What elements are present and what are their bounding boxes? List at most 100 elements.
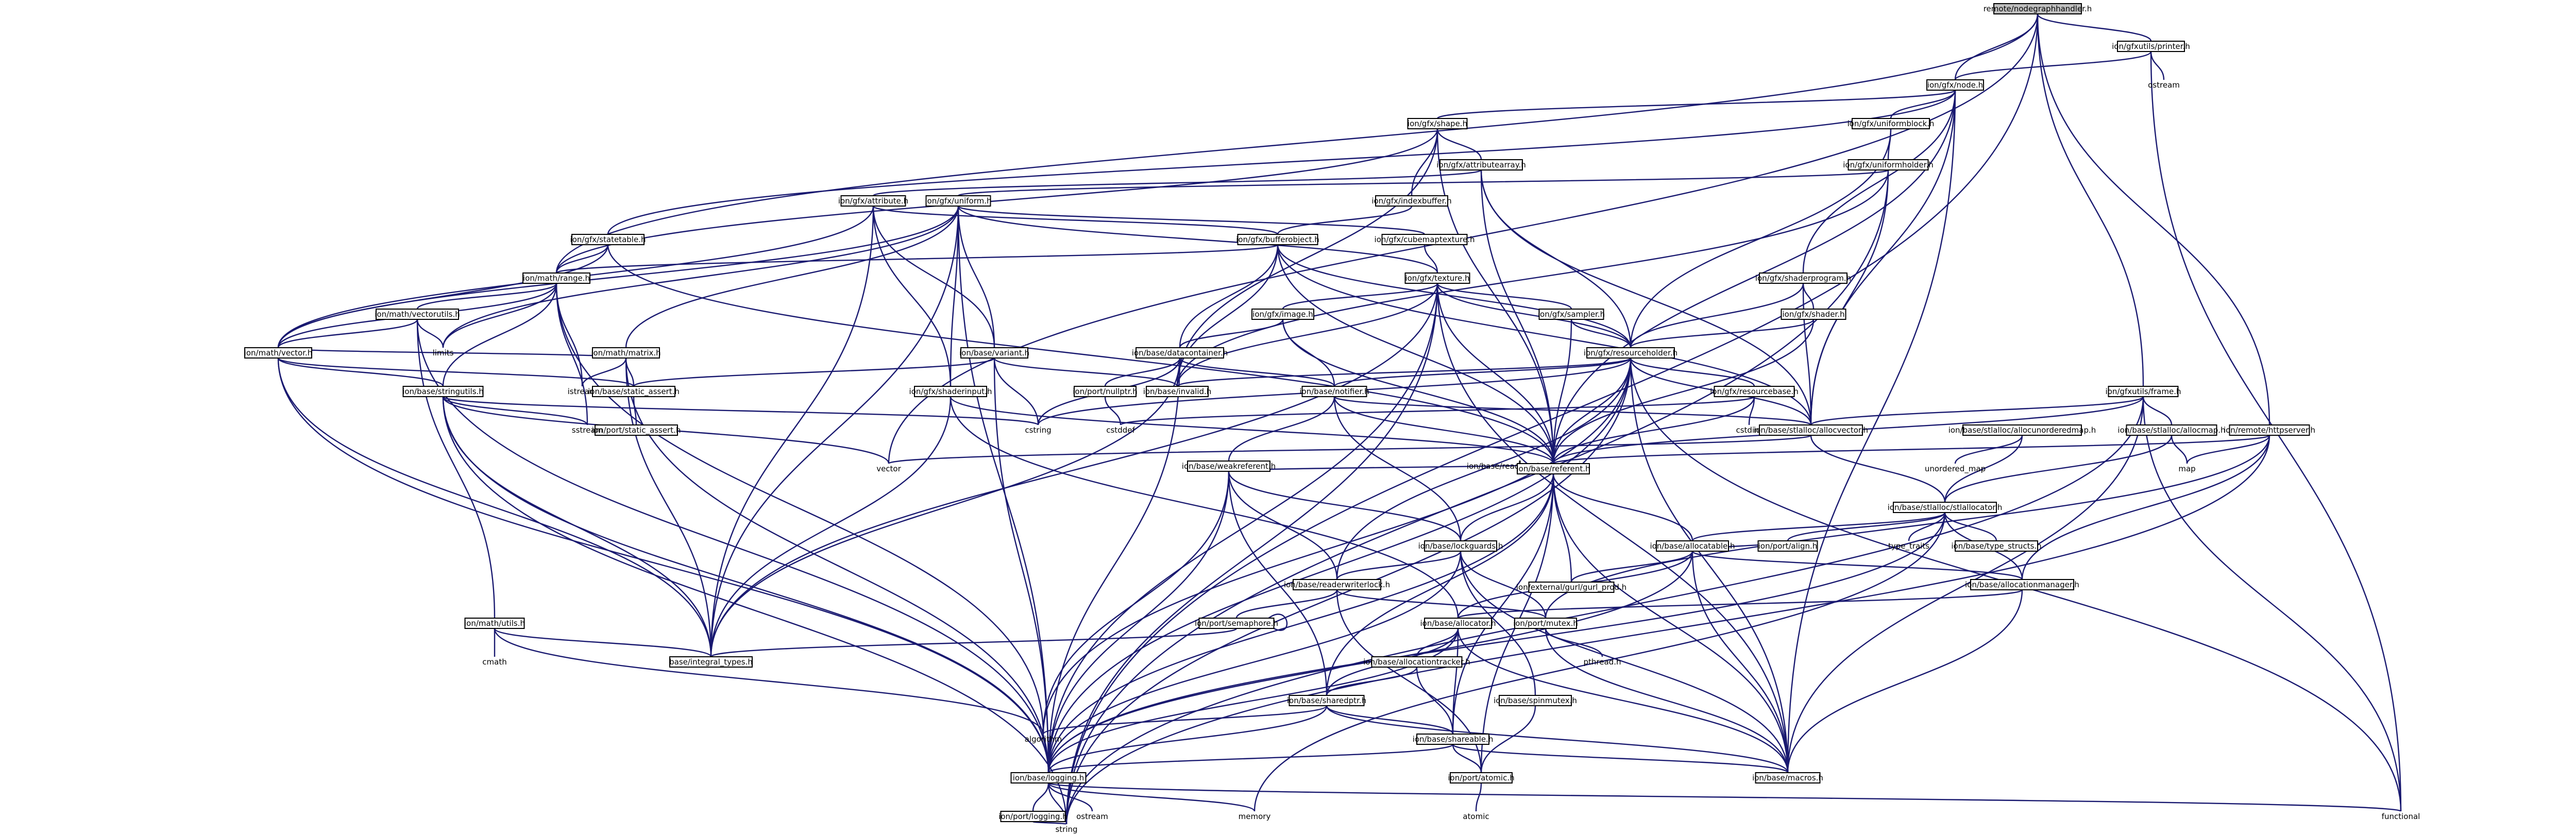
node-box (522, 272, 590, 284)
node-gfx-shaderprogram[interactable]: ion/gfx/shaderprogram.h (1755, 272, 1851, 284)
dependency-edge (1460, 551, 1547, 619)
dependency-edge (1120, 396, 1755, 426)
dependency-edge (1065, 435, 2270, 825)
dependency-edge (1691, 512, 1946, 541)
dependency-edge (1545, 628, 1603, 657)
node-base-allocunordered[interactable]: ion/base/stlalloc/allocunorderedmap.h (1948, 424, 2096, 436)
dependency-edge (957, 205, 1426, 235)
node-box (925, 195, 991, 207)
node-box (376, 309, 459, 320)
node-gfx-bufferobject[interactable]: ion/gfx/bufferobject.h (1236, 234, 1319, 245)
node-gfx-uniform[interactable]: ion/gfx/uniform.h (925, 195, 992, 207)
node-math-vectorutils[interactable]: ion/math/vectorutils.h (375, 309, 460, 320)
node-gfx-shape[interactable]: ion/gfx/shape.h (1407, 118, 1468, 129)
dependency-edge (1787, 589, 2023, 773)
node-box (840, 195, 906, 207)
node-base-stlallocator[interactable]: ion/base/stlalloc/stlallocator.h (1888, 502, 2003, 513)
dependency-edge (555, 13, 2039, 274)
node-base-datacontainer[interactable]: ion/base/datacontainer.h (1132, 347, 1228, 359)
node-base-static-assert[interactable]: ion/base/static_assert.h (588, 386, 680, 397)
node-root[interactable]: remote/nodegraphhandler.h (1984, 3, 2092, 14)
node-gfx-cubemaptexture[interactable]: ion/gfx/cubemaptexture.h (1375, 234, 1475, 245)
node-base-allocmap[interactable]: ion/base/stlalloc/allocmap.h (2117, 424, 2226, 436)
node-base-allocator[interactable]: ion/base/allocator.h (1420, 618, 1496, 629)
dependency-edge (2171, 435, 2188, 464)
node-base-spinmutex[interactable]: ion/base/spinmutex.h (1494, 695, 1577, 706)
node-math-matrix[interactable]: ion/math/matrix.h (591, 347, 661, 359)
node-port-mutex[interactable]: ion/port/mutex.h (1513, 618, 1578, 629)
node-base-sharedptr[interactable]: ion/base/sharedptr.h (1287, 695, 1366, 706)
node-base-referent[interactable]: ion/base/referent.h (1516, 463, 1590, 474)
node-box (2117, 41, 2185, 52)
dependency-edge (1552, 319, 1815, 464)
node-base-macros[interactable]: ion/base/macros.h (1752, 772, 1823, 783)
dependency-edge (607, 90, 1956, 235)
dependency-edge (442, 396, 1049, 773)
node-label: ion/base/readerwriterlock.h (1284, 580, 1390, 589)
dependency-edge (1042, 471, 1230, 735)
node-port-static-assert[interactable]: ion/port/static_assert.h (592, 424, 681, 436)
node-base-readerwriterlock[interactable]: ion/base/readerwriterlock.h (1284, 579, 1390, 590)
node-gfx-sampler[interactable]: ion/gfx/sampler.h (1538, 309, 1605, 320)
node-base-allocationmanager[interactable]: ion/base/allocationmanager.h (1965, 579, 2079, 590)
node-gfx-uniformblock[interactable]: ion/gfx/uniformblock.h (1848, 118, 1935, 129)
node-label: ion/base/invalid.h (1143, 387, 1212, 396)
node-gfx-texture[interactable]: ion/gfx/texture.h (1404, 272, 1470, 284)
node-gfx-statetable[interactable]: ion/gfx/statetable.h (570, 234, 646, 245)
dependency-edge (1047, 782, 2402, 812)
dependency-edge (277, 244, 609, 348)
node-base-allocatable[interactable]: ion/base/allocatable.h (1650, 540, 1735, 552)
node-box (1404, 272, 1470, 284)
node-base-allocationtracker[interactable]: ion/base/allocationtracker.h (1363, 656, 1470, 668)
node-math-utils[interactable]: ion/math/utils.h (464, 618, 525, 629)
node-box (1970, 579, 2074, 590)
node-gfx-resourcebase[interactable]: ion/gfx/resourcebase.h (1710, 386, 1799, 397)
dependency-edge (1253, 512, 1946, 812)
node-port-nullptr[interactable]: ion/port/nullptr.h (1073, 386, 1138, 397)
node-math-vector[interactable]: ion/math/vector.h (244, 347, 313, 359)
dependency-edge (416, 319, 496, 619)
node-base-variant[interactable]: ion/base/variant.h (959, 347, 1029, 359)
dependency-edge (1552, 90, 1956, 464)
node-box (1289, 695, 1365, 706)
dependency-edge (710, 283, 1438, 657)
node-label: ion/base/stringutils.h (402, 387, 484, 396)
node-gfx-shader[interactable]: ion/gfx/shader.h (1781, 309, 1846, 320)
dependency-edge (872, 205, 1279, 235)
node-base-invalid[interactable]: ion/base/invalid.h (1143, 386, 1212, 397)
dependency-edge (1436, 128, 1554, 464)
node-gfx-attribute[interactable]: ion/gfx/attribute.h (838, 195, 908, 207)
node-base-stringutils[interactable]: ion/base/stringutils.h (402, 386, 484, 397)
dependency-edge (416, 319, 444, 348)
dependency-edge (1336, 357, 1632, 580)
node-base-allocvector[interactable]: ion/base/stlalloc/allocvector.h (1754, 424, 1868, 436)
dependency-edge (625, 357, 712, 657)
node-gfx-attributearray[interactable]: ion/gfx/attributearray.h (1436, 159, 1526, 171)
node-label: ion/math/matrix.h (591, 348, 660, 357)
node-utils-printer[interactable]: ion/gfxutils/printer.h (2112, 41, 2190, 52)
node-remote-httpserver[interactable]: ion/remote/httpserver.h (2224, 424, 2315, 436)
node-gfxutils-frame[interactable]: ion/gfxutils/frame.h (2106, 386, 2181, 397)
dependency-edge (1179, 244, 1279, 348)
node-base-notifier[interactable]: ion/base/notifier.h (1299, 386, 1369, 397)
node-base-type-structs[interactable]: ion/base/type_structs.h (1951, 540, 2042, 552)
node-port-semaphore[interactable]: ion/port/semaphore.h (1195, 618, 1278, 629)
node-gfx-shaderinput[interactable]: ion/gfx/shaderinput.h (909, 386, 992, 397)
node-gfx-resourceholder[interactable]: ion/gfx/resourceholder.h (1584, 347, 1677, 359)
node-box (1757, 540, 1818, 552)
node-gfx-uniformholder[interactable]: ion/gfx/uniformholder.h (1843, 159, 1934, 171)
node-label: ion/base/spinmutex.h (1494, 696, 1577, 705)
node-gfx-node[interactable]: ion/gfx/node.h (1926, 79, 1984, 91)
node-base-shareable[interactable]: ion/base/shareable.h (1413, 734, 1494, 745)
node-port-logging[interactable]: ion/port/logging.h (998, 811, 1067, 822)
node-port-atomic[interactable]: ion/port/atomic.h (1448, 772, 1515, 783)
node-port-align[interactable]: ion/port/align.h (1757, 540, 1818, 552)
node-base-logging[interactable]: ion/base/logging.h (1010, 772, 1087, 783)
node-base-weakreferent[interactable]: ion/base/weakreferent.h (1182, 461, 1276, 472)
node-base-integral-types[interactable]: base/integral_types.h (669, 656, 753, 668)
node-math-range[interactable]: ion/math/range.h (522, 272, 590, 284)
node-base-lockguards[interactable]: ion/base/lockguards.h (1418, 540, 1503, 552)
node-gfx-indexbuffer[interactable]: ion/gfx/indexbuffer.h (1371, 195, 1452, 207)
node-gfx-image[interactable]: ion/gfx/image.h (1251, 309, 1314, 320)
node-external-gurl[interactable]: ion/external/gurl/gurl_prod.h (1516, 582, 1626, 593)
